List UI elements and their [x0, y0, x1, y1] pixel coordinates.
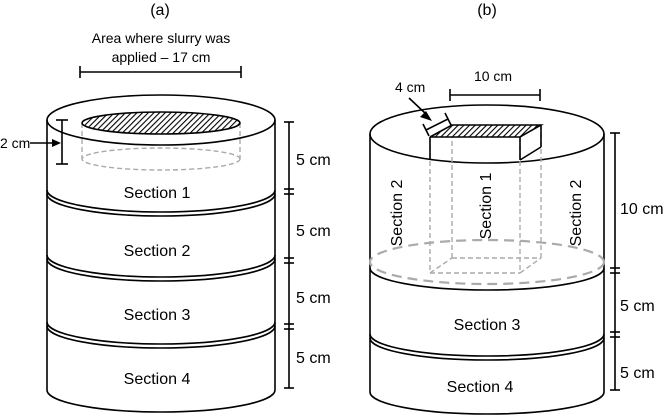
dimension-bars-b — [610, 132, 620, 391]
slurry-width-dimension — [79, 66, 242, 78]
section-3-label: Section 3 — [124, 307, 191, 324]
dim-a-3: 5 cm — [296, 290, 331, 307]
top-width-dimension — [449, 89, 541, 101]
section-1-vertical-label: Section 1 — [478, 173, 495, 240]
depth-marker-b — [408, 97, 452, 137]
dim-b-3: 5 cm — [620, 365, 655, 382]
dimension-bars-a — [284, 121, 294, 389]
slurry-area-label-line2: applied – 17 cm — [112, 49, 211, 65]
dim-a-1: 5 cm — [296, 152, 331, 169]
section-2-left-label: Section 2 — [389, 180, 406, 247]
section-1-label: Section 1 — [124, 185, 191, 202]
panel-b: (b) 10 cm — [368, 2, 664, 415]
dim-a-4: 5 cm — [296, 350, 331, 367]
section-1-column — [429, 124, 545, 274]
depth-label-b: 4 cm — [395, 79, 425, 95]
slurry-application-area — [81, 111, 241, 171]
dim-b-2: 5 cm — [620, 298, 655, 315]
dim-b-1: 10 cm — [620, 201, 664, 218]
slurry-hatched-surface — [81, 111, 241, 135]
dim-a-2: 5 cm — [296, 223, 331, 240]
section-3-b-label: Section 3 — [454, 317, 521, 334]
panel-a: (a) Area where slurry was applied – 17 c… — [0, 2, 331, 413]
section-2-right-label: Section 2 — [568, 180, 585, 247]
panel-a-letter: (a) — [150, 2, 170, 19]
hatched-top-surface — [429, 124, 545, 138]
slurry-area-label-line1: Area where slurry was — [92, 30, 231, 46]
section-2-label: Section 2 — [124, 243, 191, 260]
section-boundary-dashed — [368, 238, 606, 286]
panel-b-letter: (b) — [477, 2, 497, 19]
cylinder-b — [369, 104, 605, 415]
section-4-b-label: Section 4 — [447, 379, 514, 396]
cylinder-a — [46, 94, 276, 413]
depth-marker-a — [30, 119, 68, 165]
section-4-label: Section 4 — [124, 371, 191, 388]
top-width-label: 10 cm — [474, 68, 512, 84]
depth-label-a: 2 cm — [0, 135, 30, 151]
